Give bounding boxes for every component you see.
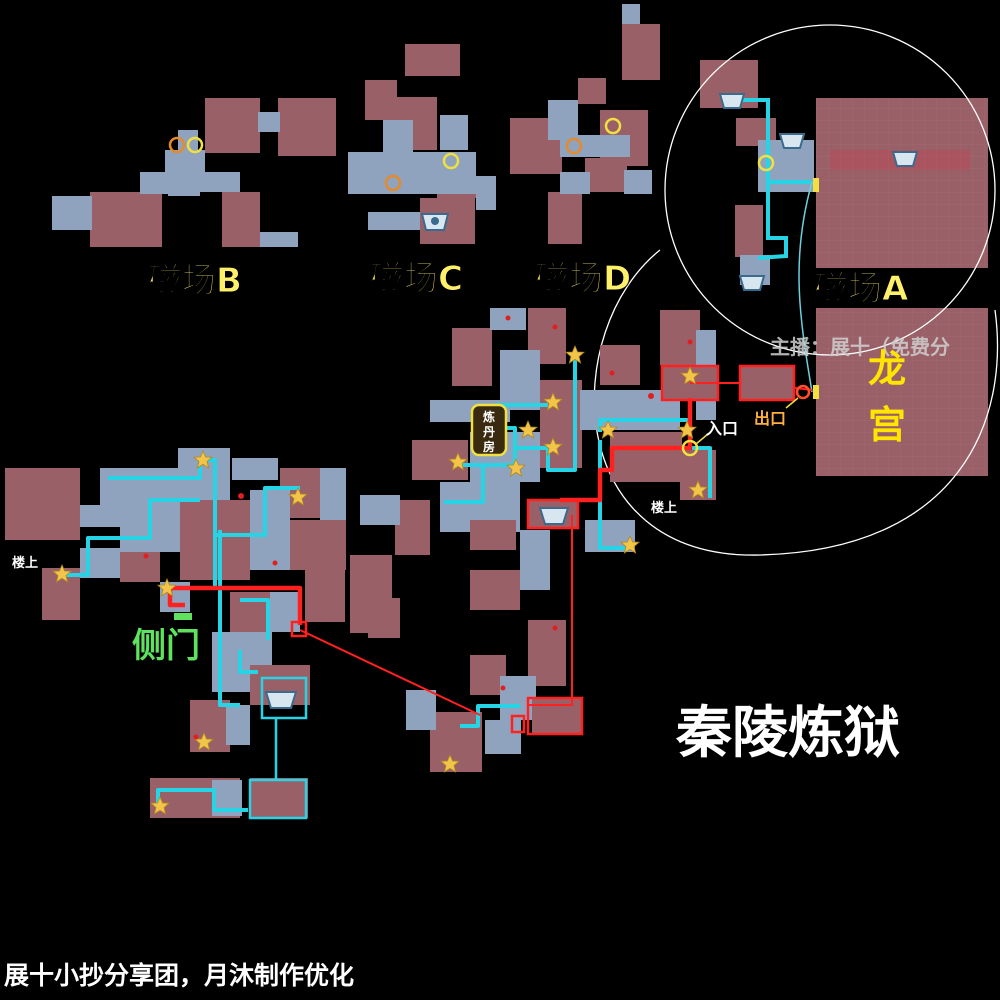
star-icon: [287, 486, 309, 506]
star-icon: [447, 451, 469, 471]
cyan-rooms-outlined: [248, 676, 308, 820]
map-title: 秦陵炼狱: [675, 701, 900, 766]
streamer-watermark: 主播：展十（免费分: [770, 335, 950, 359]
zone-d-rooms: [510, 4, 660, 244]
red-dot-markers: [143, 315, 693, 740]
gate-marker: [813, 178, 819, 192]
star-icon: [564, 344, 586, 364]
furnace-label-2: 丹: [483, 425, 495, 439]
yellow-ring-marker: [757, 154, 775, 172]
boss-icon: [420, 213, 450, 231]
zone-b-label: 磁场B: [148, 261, 242, 301]
zone-c-icons: [384, 152, 460, 231]
star-icon: [619, 534, 641, 554]
star-icon: [597, 419, 619, 439]
star-icon: [542, 436, 564, 456]
star-icon: [679, 365, 701, 385]
zone-d-label: 磁场D: [535, 259, 631, 299]
zone-b-icons: [168, 136, 204, 154]
boss-icon: [778, 133, 806, 149]
furnace-room-badge: [470, 403, 508, 457]
zone-a-rooms: [700, 60, 988, 476]
boss-icon: [738, 275, 766, 291]
center-rooms: [350, 308, 794, 772]
furnace-label-3: 房: [483, 439, 495, 454]
yellow-ring-marker: [442, 152, 460, 170]
entrance-ring-marker: [681, 439, 699, 457]
exit-ring-marker: [795, 384, 811, 400]
upstairs-label-left: 楼上: [12, 555, 38, 571]
dragon-palace-label-2: 宫: [868, 403, 906, 447]
furnace-label-1: 炼: [483, 409, 495, 424]
boss-icon: [264, 691, 298, 709]
dragon-palace-label-1: 龙: [868, 347, 906, 391]
zone-d-icons: [565, 117, 622, 155]
orange-ring-marker: [384, 174, 402, 192]
zone-a-boundary: [664, 24, 996, 356]
zone-a-route: [722, 98, 813, 393]
yellow-ring-marker: [604, 117, 622, 135]
star-markers: [51, 344, 709, 815]
star-icon: [517, 419, 539, 439]
zone-b-rooms: [52, 98, 336, 247]
orange-ring-marker: [565, 137, 583, 155]
star-icon: [51, 563, 73, 583]
dragon-palace-boundary: [593, 249, 999, 556]
star-icon: [505, 457, 527, 477]
boss-icon: [718, 93, 746, 109]
credit-footer: 展十小抄分享团，月沐制作优化: [4, 961, 354, 990]
star-icon: [687, 479, 709, 499]
star-icon: [156, 577, 178, 597]
boss-icon: [891, 151, 919, 167]
star-icon: [676, 419, 698, 439]
upstairs-label-right: 楼上: [651, 500, 677, 516]
zone-a-label: 磁场A: [814, 269, 909, 309]
side-door-marker: [174, 613, 192, 620]
star-icon: [192, 449, 214, 469]
entrance-label: 入口: [706, 419, 738, 438]
boss-icon: [538, 507, 570, 525]
side-door-label: 侧门: [132, 626, 200, 666]
star-icon: [149, 795, 171, 815]
zone-c-rooms: [348, 44, 496, 244]
gate-marker: [813, 385, 819, 399]
exit-label: 出口: [754, 409, 786, 428]
zone-c-label: 磁场C: [370, 259, 463, 299]
star-icon: [439, 753, 461, 773]
star-icon: [542, 391, 564, 411]
yellow-ring-marker: [186, 136, 204, 154]
zone-a-icons: [718, 93, 919, 399]
orange-ring-marker: [168, 136, 186, 154]
left-rooms: [5, 448, 346, 818]
